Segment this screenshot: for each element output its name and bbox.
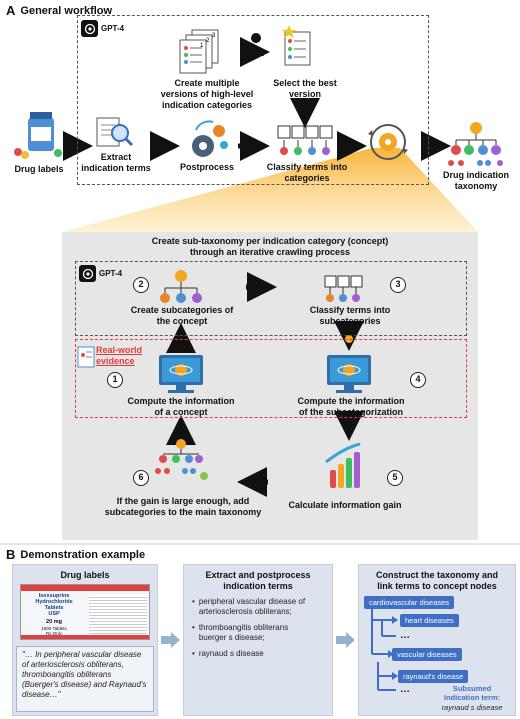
drug-labels-text: Drug labels [14,164,64,174]
node-vascular: vascular diseases [392,648,462,661]
taxonomy-tree-icon [448,122,503,166]
drug-bottle-label: Isoxsuprine Hydrochloride Tablets USP 20… [20,584,150,640]
gpt-box-top [77,15,429,185]
section-b-title: Demonstration example [20,548,146,561]
extract-panel [183,564,333,716]
label-dose: 20 mg [46,619,62,625]
real-world-evidence-icon [77,346,95,368]
extract-terms-text: Extract indication terms [81,152,151,173]
term-bullet-3: • raynaud s disease [192,649,330,659]
svg-text:2: 2 [206,38,210,44]
node-raynaud: raynaud's disease [398,670,469,683]
openai-logo-icon [79,265,96,282]
postprocess-text: Postprocess [179,162,235,172]
select-best-icon [248,25,311,66]
step-2-label: Create subcategories of the concept [130,305,234,326]
cycle-gear-icon [368,124,408,160]
node-ellipsis-2: … [400,684,410,695]
info-gain-chart-icon [325,442,361,488]
node-heart: heart diseases [400,614,459,627]
section-a-title: General workflow [20,4,113,17]
rwe-box [75,339,467,418]
label-drug-name: Isoxsuprine Hydrochloride Tablets USP [35,593,73,617]
term-2: thromboangitis obliterans buerger s dise… [198,623,289,642]
subsumed-term: raynaud s disease [441,703,503,712]
main-taxonomy-tree-icon [155,439,208,480]
taxonomy-tree-lines [371,608,398,691]
section-a-header: A General workflow [6,3,112,18]
step-number-3: 3 [390,277,406,293]
bullet-dot: • [192,597,195,606]
drug-indication-taxonomy-text: Drug indication taxonomy [443,170,509,191]
step-4-label: Compute the information of the subcatego… [297,396,405,417]
label-count: 1000 Tablets Rx Only [41,626,67,636]
openai-logo-icon [81,20,98,37]
versions-documents-icon: 3 2 1 [179,29,219,74]
step-6-label: If the gain is large enough, add subcate… [104,496,262,517]
demo-arrow-2 [336,632,355,648]
gpt-badge-top: GPT-4 [81,20,124,37]
node-ellipsis-1: … [400,630,410,641]
term-3: raynaud s disease [198,649,264,658]
gpt-badge-inner: GPT-4 [79,265,122,282]
gpt-label: GPT-4 [101,24,125,33]
step-number-5: 5 [387,470,403,486]
drug-labels-icon [14,112,62,159]
label-fine-print [89,595,147,635]
subcategories-tree-icon [160,270,202,303]
monitor-subcategorization-icon [327,335,371,393]
zoom-beam [62,148,478,232]
create-versions-text: Create multiple versions of high-level i… [160,78,254,110]
crawl-loop-arrows [166,272,364,497]
label-red-stripe [21,585,149,591]
postprocess-gears-icon [192,120,228,157]
bullet-dot: • [192,623,195,632]
label-red-stripe-bottom [21,635,149,639]
classify-categories-icon [277,125,333,155]
subsumed-label: Subsumed Indication term: [443,684,501,702]
workflow-canvas: 3 2 1 [0,25,520,545]
step-number-4: 4 [410,372,426,388]
term-bullet-1: • peripheral vascular disease of arterio… [192,597,330,617]
panel2-title: Extract and postprocess indication terms [205,570,311,591]
classify-categories-text: Classify terms into categories [266,162,348,183]
svg-text:1: 1 [200,43,204,49]
step-number-1: 1 [107,372,123,388]
section-a-letter: A [6,3,16,18]
crawl-title: Create sub-taxonomy per indication categ… [151,236,389,257]
indication-quote: "… In peripheral vascular disease of art… [16,646,154,712]
term-1: peripheral vascular disease of arteriosc… [198,597,306,616]
step-3-label: Classify terms into subcategories [309,305,391,326]
section-b-letter: B [6,547,16,562]
section-b-header: B Demonstration example [6,547,145,562]
demo-arrow-1 [161,632,180,648]
node-cardiovascular: cardiovascular diseases [364,596,455,609]
step-number-2: 2 [133,277,149,293]
bullet-dot: • [192,649,195,658]
gpt-label: GPT-4 [99,269,123,278]
select-best-text: Select the best version [273,78,337,99]
monitor-concept-icon [159,355,203,393]
classify-subcategories-icon [324,275,363,302]
gpt-box-inner [75,261,467,336]
extract-magnifier-icon [96,117,134,147]
step-1-label: Compute the information of a concept [127,396,235,417]
step-5-label: Calculate information gain [288,500,402,510]
panel3-title: Construct the taxonomy and link terms to… [375,570,498,591]
step-number-6: 6 [133,470,149,486]
panel1-title: Drug labels [60,570,110,580]
rwe-label: Real-world evidence [96,345,143,366]
term-bullet-2: • thromboangitis obliterans buerger s di… [192,623,330,643]
svg-text:3: 3 [212,33,216,39]
